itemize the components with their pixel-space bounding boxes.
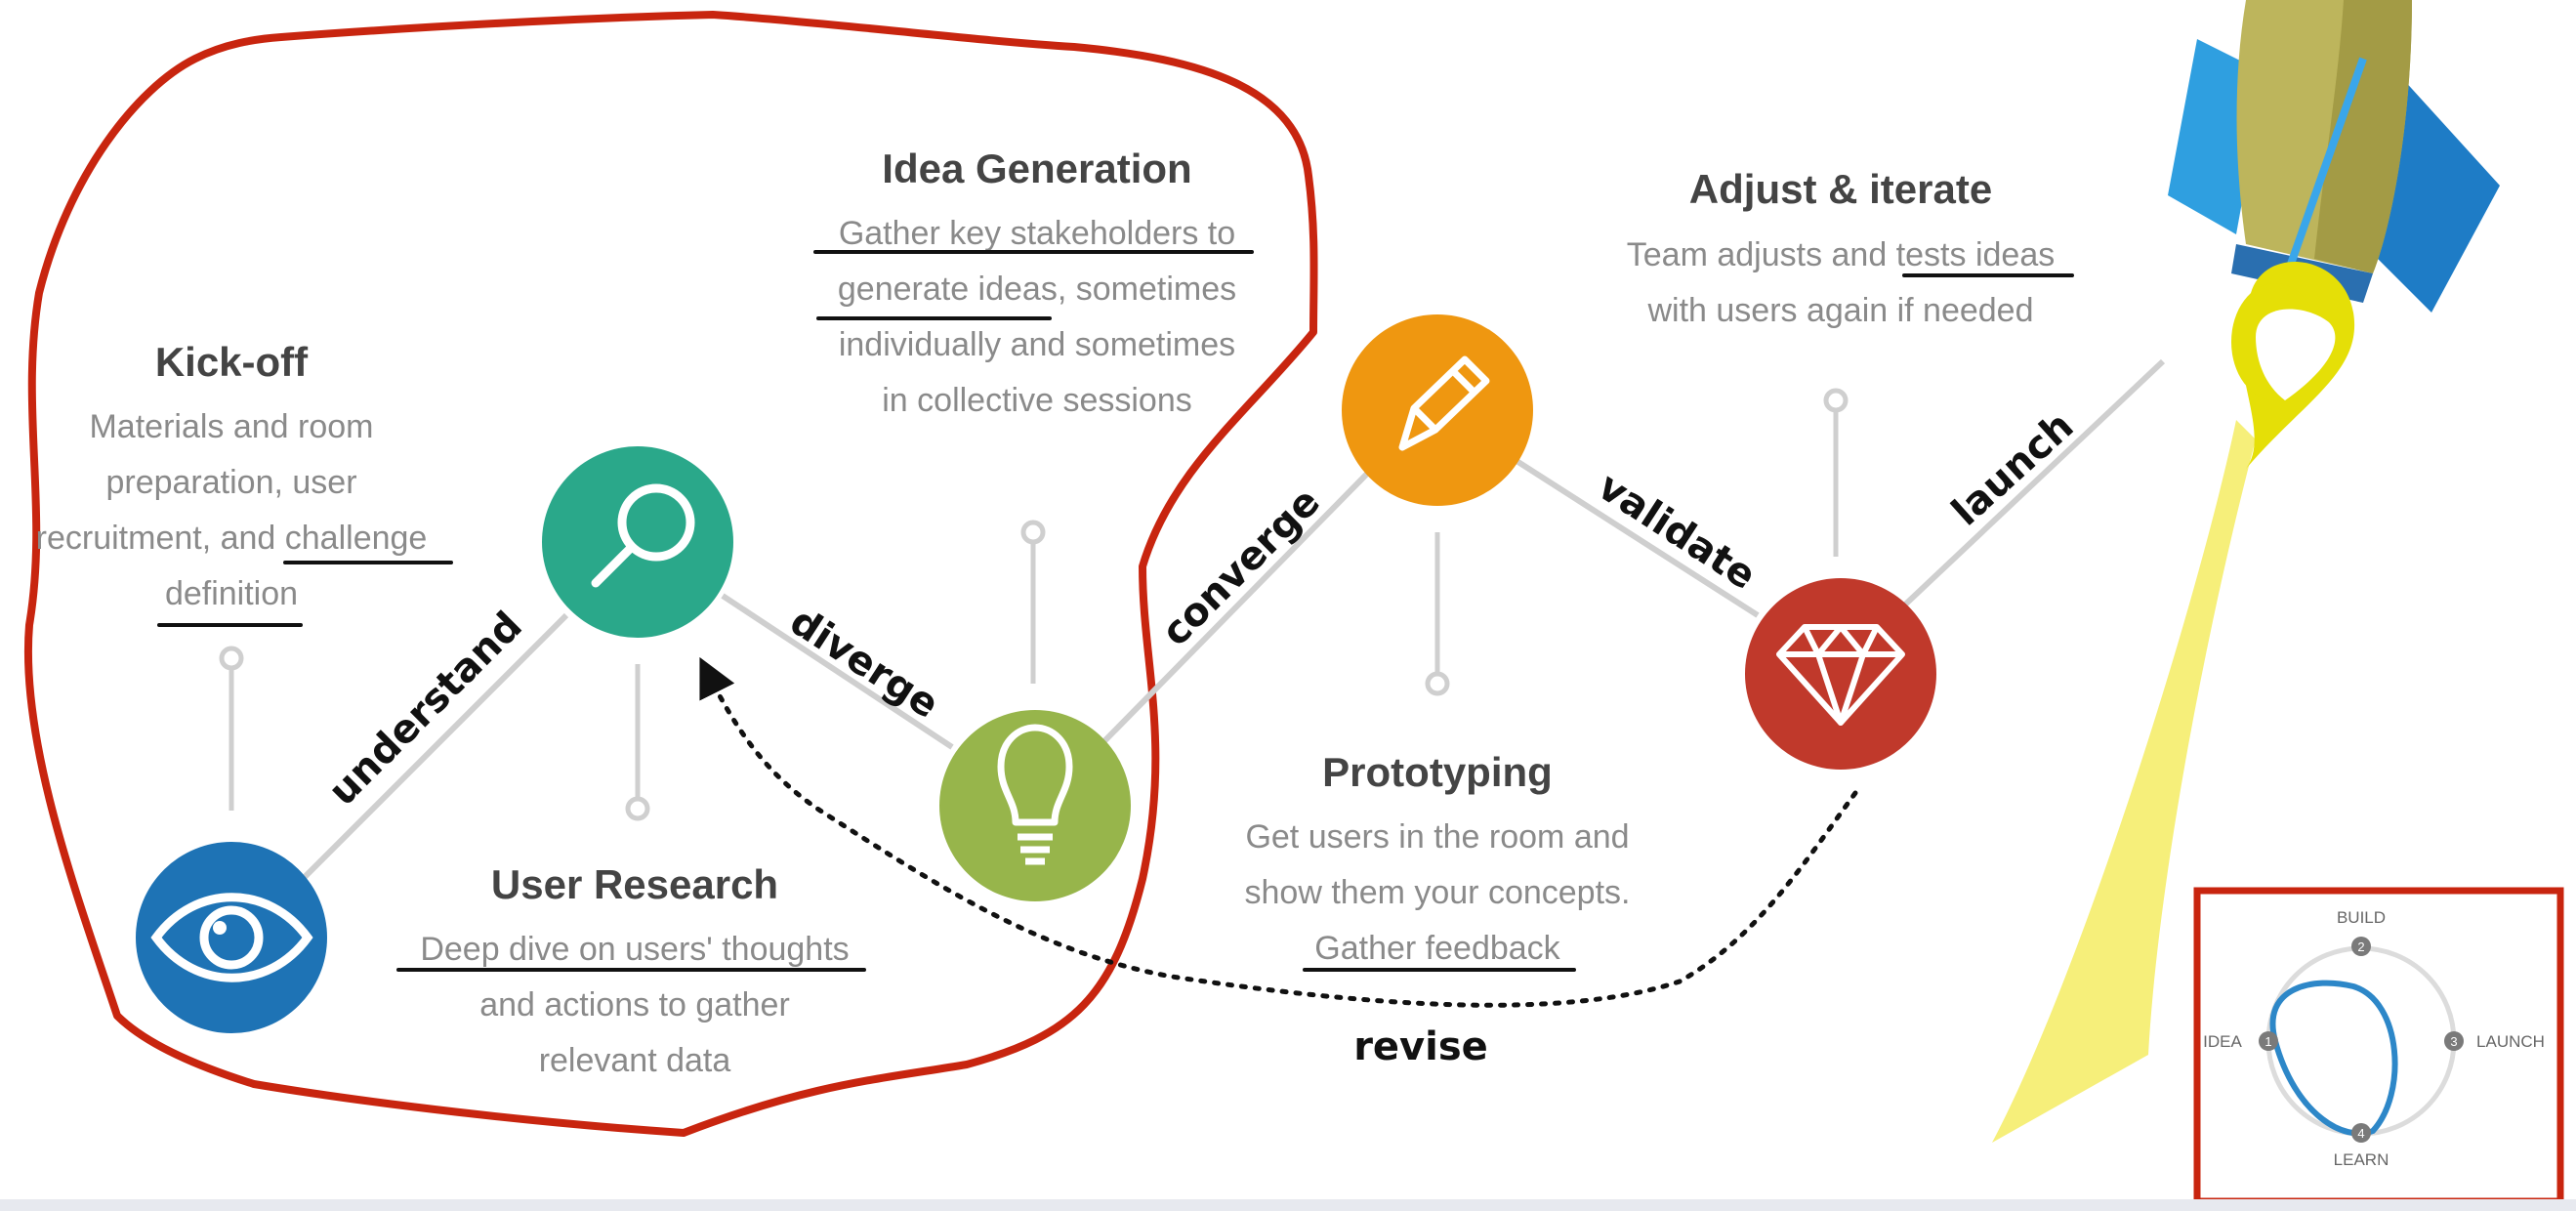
magnifier-icon xyxy=(591,483,695,588)
cycle-inset-frame xyxy=(2193,887,2564,1205)
rocket-pin-inner xyxy=(2256,309,2336,400)
stage-stems xyxy=(219,388,1849,821)
label-converge: converge xyxy=(1153,480,1329,655)
cycle-loop xyxy=(2269,980,2398,1137)
adjust-description: Team adjusts and tests ideas with users … xyxy=(1627,236,2055,329)
svg-text:Deep dive on users' thoughts: Deep dive on users' thoughts xyxy=(420,931,849,968)
svg-text:Team adjusts and tests ideas: Team adjusts and tests ideas xyxy=(1627,236,2055,273)
revise-arrow xyxy=(699,656,1858,1008)
svg-text:3: 3 xyxy=(2450,1034,2457,1049)
research-description: Deep dive on users' thoughts and actions… xyxy=(420,931,849,1079)
cycle-node-4: 4 xyxy=(2351,1123,2371,1143)
svg-text:recruitment, and challenge: recruitment, and challenge xyxy=(36,520,428,557)
prototype-title: Prototyping xyxy=(1322,749,1553,795)
rocket-flame xyxy=(1992,420,2256,1143)
prototype-node xyxy=(1342,314,1533,506)
label-revise: revise xyxy=(1353,1024,1488,1069)
cycle-node-2: 2 xyxy=(2351,937,2371,956)
rocket-fin-right xyxy=(2373,78,2500,313)
cycle-node-3: 3 xyxy=(2444,1031,2464,1051)
label-launch: launch xyxy=(1943,403,2082,534)
pencil-icon xyxy=(1398,355,1490,451)
svg-text:show them your concepts.: show them your concepts. xyxy=(1245,874,1631,911)
cycle-label-launch: LAUNCH xyxy=(2476,1032,2545,1051)
annotation-underlines xyxy=(157,250,2074,972)
svg-text:Materials and room: Materials and room xyxy=(89,408,373,445)
kickoff-node xyxy=(136,842,327,1033)
svg-text:Get users in the room and: Get users in the room and xyxy=(1245,818,1629,856)
idea-title: Idea Generation xyxy=(882,146,1191,191)
svg-text:2: 2 xyxy=(2357,940,2364,954)
cycle-node-1: 1 xyxy=(2259,1031,2278,1051)
cycle-label-idea: IDEA xyxy=(2203,1032,2242,1051)
svg-text:preparation, user: preparation, user xyxy=(105,464,356,501)
svg-text:4: 4 xyxy=(2357,1126,2364,1141)
svg-text:and actions to gather: and actions to gather xyxy=(479,986,790,1023)
svg-text:Gather key stakeholders to: Gather key stakeholders to xyxy=(839,215,1235,252)
rocket-illustration xyxy=(1992,0,2500,1143)
prototype-description: Get users in the room and show them your… xyxy=(1245,818,1631,967)
idea-description: Gather key stakeholders to generate idea… xyxy=(838,215,1236,419)
research-node xyxy=(542,446,733,638)
kickoff-title: Kick-off xyxy=(155,339,309,385)
svg-text:1: 1 xyxy=(2264,1034,2271,1049)
svg-text:individually and sometimes: individually and sometimes xyxy=(839,326,1235,363)
cycle-inset: 2 1 3 4 BUILD IDEA LAUNCH LEARN xyxy=(2193,887,2564,1205)
eye-icon xyxy=(150,893,313,982)
svg-text:Gather feedback: Gather feedback xyxy=(1314,930,1560,967)
svg-text:generate ideas, sometimes: generate ideas, sometimes xyxy=(838,271,1236,308)
annotation-outline xyxy=(23,11,1318,1137)
adjust-node xyxy=(1745,578,1936,770)
process-path xyxy=(300,358,2166,882)
label-understand: understand xyxy=(320,604,531,814)
svg-text:with users again if needed: with users again if needed xyxy=(1646,292,2033,329)
label-diverge: diverge xyxy=(782,599,947,728)
kickoff-description: Materials and room preparation, user rec… xyxy=(36,408,428,612)
cycle-label-learn: LEARN xyxy=(2334,1150,2389,1169)
label-validate: validate xyxy=(1590,464,1764,599)
rocket-body-shade xyxy=(2314,0,2412,273)
svg-text:definition: definition xyxy=(165,575,298,612)
diamond-icon xyxy=(1776,624,1905,726)
cycle-label-build: BUILD xyxy=(2337,908,2386,927)
idea-node xyxy=(939,710,1131,901)
bottom-bar xyxy=(0,1199,2576,1211)
adjust-title: Adjust & iterate xyxy=(1689,166,1992,212)
lightbulb-icon xyxy=(997,724,1073,865)
research-title: User Research xyxy=(491,861,778,907)
svg-text:in collective sessions: in collective sessions xyxy=(882,382,1191,419)
svg-text:relevant data: relevant data xyxy=(539,1042,731,1079)
